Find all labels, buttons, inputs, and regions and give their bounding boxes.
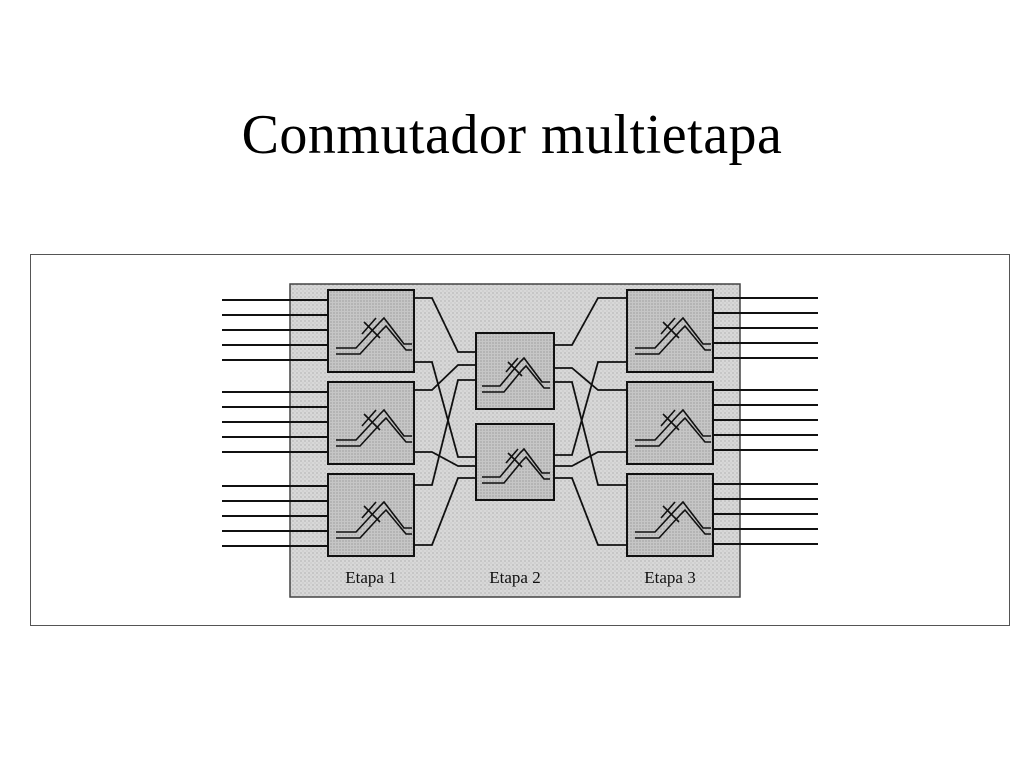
crossbar-switch-icon [336, 500, 412, 539]
slide-title: Conmutador multietapa [241, 104, 783, 166]
crossbar-switch-icon [482, 447, 550, 484]
input-lines [222, 299, 330, 547]
stage-1-label: Etapa 1 [345, 568, 396, 587]
crossbar-switch-icon [336, 408, 412, 447]
stage-3-switches [626, 289, 714, 557]
switch-box [475, 332, 555, 410]
crossbar-switch-icon [635, 408, 711, 447]
crossbar-switch-icon [482, 356, 550, 393]
stage-2-switches [475, 332, 555, 501]
interconnect-stage1-stage2 [414, 297, 476, 546]
switch-box [626, 381, 714, 465]
switch-box [327, 289, 415, 373]
crossbar-switch-icon [635, 316, 711, 355]
crossbar-switch-icon [336, 316, 412, 355]
switch-box [626, 289, 714, 373]
switch-box [327, 473, 415, 557]
output-lines [710, 297, 818, 545]
crossbar-switch-icon [635, 500, 711, 539]
stage-1-switches [327, 289, 415, 557]
interconnect-stage2-stage3 [554, 297, 628, 546]
switch-box [626, 473, 714, 557]
stage-2-label: Etapa 2 [489, 568, 540, 587]
switch-box [475, 423, 555, 501]
stage-3-label: Etapa 3 [644, 568, 695, 587]
switch-box [327, 381, 415, 465]
